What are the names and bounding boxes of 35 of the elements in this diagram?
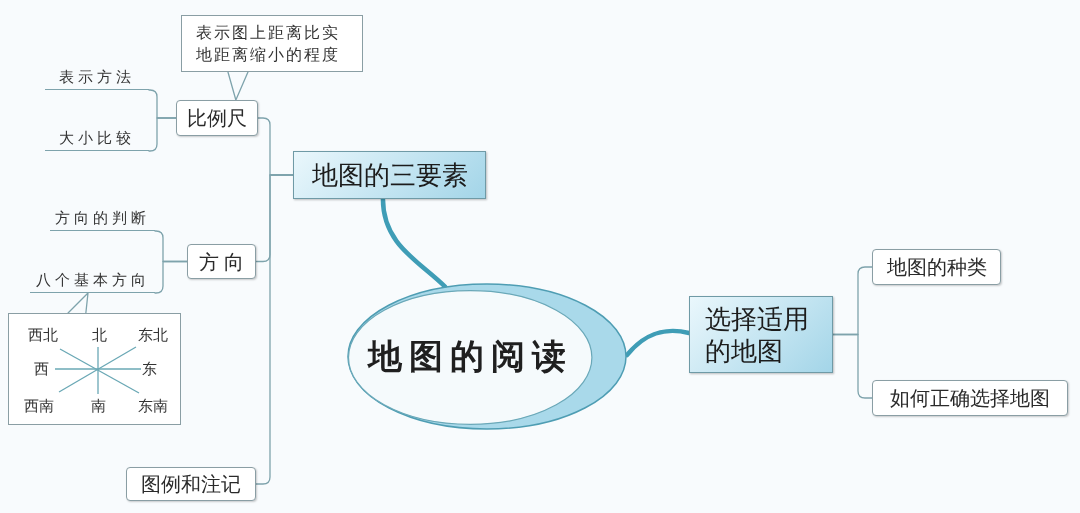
callout-pointer xyxy=(67,292,89,314)
direction-label: 西 xyxy=(33,360,49,378)
topic-label: 地图的三要素 xyxy=(311,159,468,191)
box-label: 地图的种类 xyxy=(886,255,987,280)
box-label: 比例尺 xyxy=(187,106,247,131)
callout-pointer xyxy=(227,71,249,101)
box-label: 图例和注记 xyxy=(141,472,241,497)
subtopic-box xyxy=(176,100,258,136)
subtopic-box xyxy=(872,249,1001,285)
underlined-branch-text: 表示方法 xyxy=(45,66,149,90)
topic-label: 选择适用的地图 xyxy=(705,302,810,367)
direction-label: 东北 xyxy=(138,326,168,344)
main-topic-box xyxy=(689,296,833,373)
main-topic-box xyxy=(293,151,486,199)
connector-line xyxy=(255,174,294,485)
callout-box xyxy=(181,15,363,72)
connector-line xyxy=(832,333,873,399)
box-label: 如何正确选择地图 xyxy=(890,386,1050,411)
direction-label: 南 xyxy=(90,397,106,415)
direction-label: 西南 xyxy=(24,397,54,415)
underlined-branch-text: 八个基本方向 xyxy=(30,266,155,293)
underlined-branch-text: 大小比较 xyxy=(45,125,149,151)
subtopic-box xyxy=(187,244,256,279)
subtopic-box xyxy=(126,467,256,501)
underlined-branch-text: 方向的判断 xyxy=(50,206,155,231)
subtopic-box xyxy=(872,380,1068,416)
compass-box xyxy=(8,313,181,425)
direction-label: 北 xyxy=(91,326,107,344)
topic-ellipse xyxy=(347,283,627,430)
box-label: 方 向 xyxy=(199,249,244,275)
direction-label: 东南 xyxy=(138,397,168,415)
direction-label: 东 xyxy=(141,360,157,378)
callout-text: 表示图上距离比实地距离缩小的程度 xyxy=(196,22,341,65)
topic-title: 地图的阅读 xyxy=(367,336,573,377)
direction-label: 西北 xyxy=(28,326,58,344)
